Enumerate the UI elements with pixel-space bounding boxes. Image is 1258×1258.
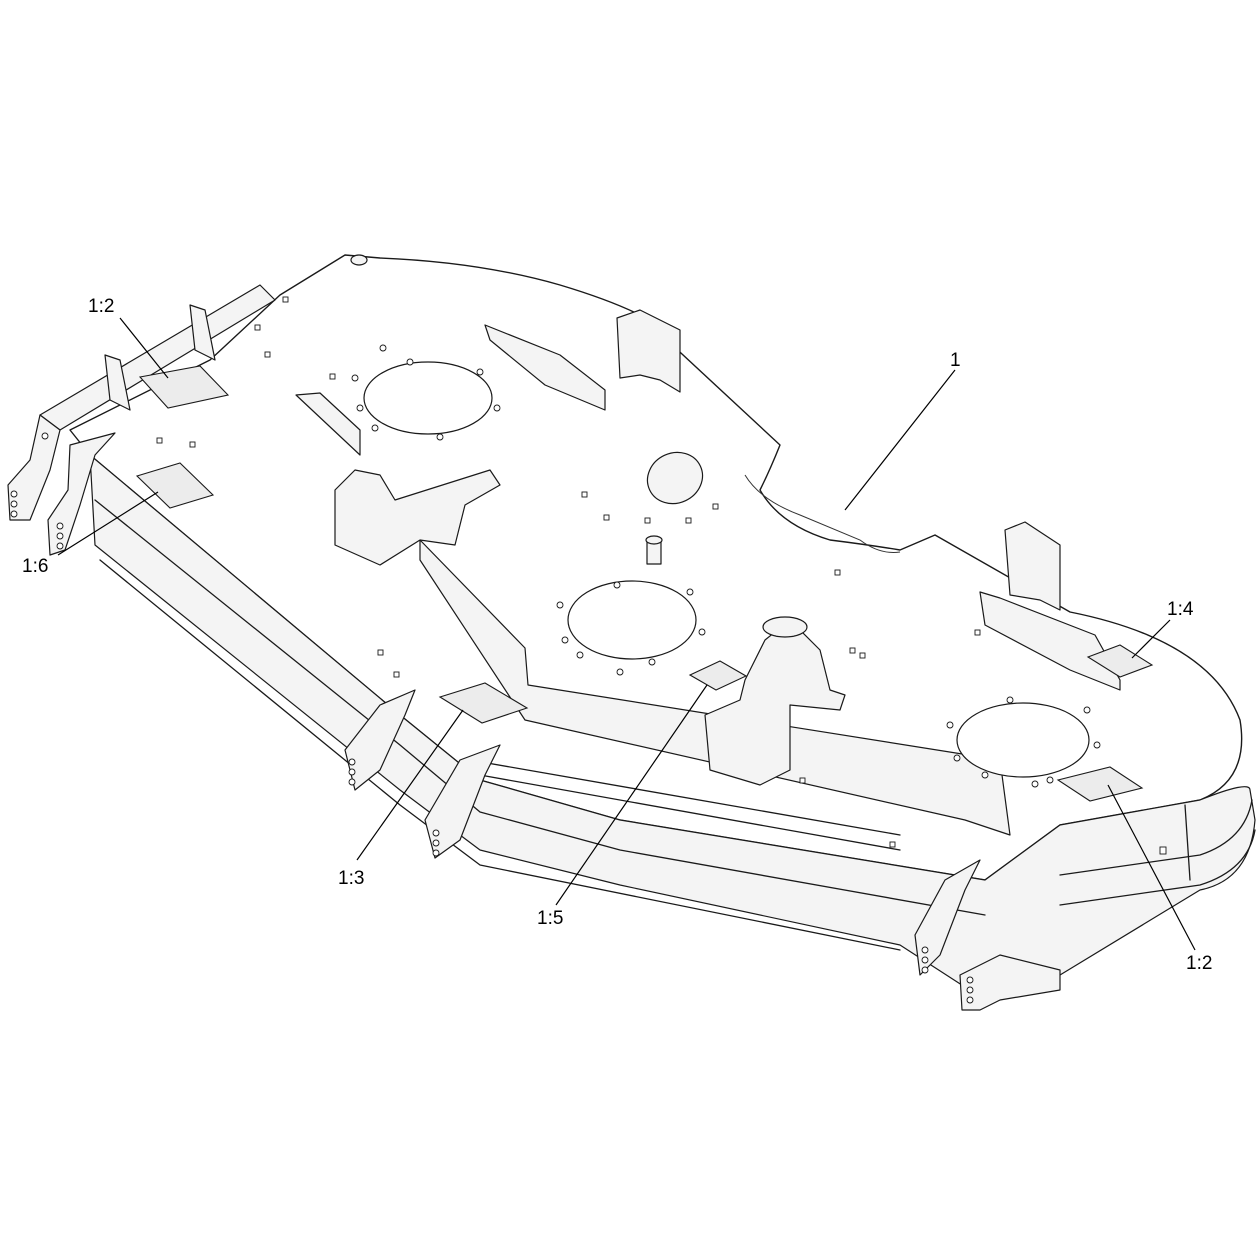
decal-1-4 xyxy=(1086,644,1154,678)
leader-1-2-top xyxy=(119,317,169,379)
skirt-right-curve-2 xyxy=(1059,829,1256,906)
spindle-hole-center xyxy=(567,580,697,660)
decal-1-2-rear xyxy=(138,365,230,409)
callout-1-5: 1:5 xyxy=(537,908,563,929)
skirt-right-curve xyxy=(1059,799,1253,876)
decal-1-3 xyxy=(438,682,529,724)
callout-1-2-right: 1:2 xyxy=(1186,953,1212,974)
right-baffle xyxy=(979,591,1121,691)
decal-1-6 xyxy=(135,462,215,509)
spindle-bolt-holes xyxy=(351,344,1101,788)
rear-right-bracket xyxy=(616,309,681,393)
callout-1-2-top: 1:2 xyxy=(88,296,114,317)
left-front-hitch-holes xyxy=(56,522,64,550)
decal-1-5 xyxy=(688,660,748,691)
chute-opening xyxy=(762,616,808,638)
leader-1 xyxy=(844,369,956,511)
left-post-a xyxy=(104,354,131,411)
center-post-cap xyxy=(645,535,663,545)
spindle-hole-right xyxy=(956,702,1090,778)
deck-recess xyxy=(744,474,901,553)
center-ridge xyxy=(419,539,1011,836)
front-hitch-right-holes xyxy=(921,946,929,974)
center-mount-pad xyxy=(646,451,704,505)
spindle-hole-left xyxy=(363,361,493,435)
skirt-groove-2 xyxy=(479,774,901,851)
decal-1-2-front xyxy=(1056,766,1144,802)
leader-1-2-right xyxy=(1107,784,1196,951)
callout-1: 1 xyxy=(950,350,961,371)
leader-1-5 xyxy=(555,684,708,906)
rear-center-baffle xyxy=(484,324,606,411)
skirt-groove xyxy=(469,759,901,836)
callout-1-4: 1:4 xyxy=(1167,599,1194,620)
right-side-hitch xyxy=(959,954,1061,1011)
skirt-edge-line xyxy=(94,499,986,916)
front-hitch-center-holes xyxy=(432,829,440,857)
leader-1-6 xyxy=(57,491,159,556)
leader-1-4 xyxy=(1131,619,1171,659)
front-hitch-left-holes xyxy=(348,758,356,786)
left-deflector-bracket xyxy=(334,469,501,566)
callout-1-6: 1:6 xyxy=(22,556,48,577)
callout-1-3: 1:3 xyxy=(338,868,364,889)
center-chute-bracket xyxy=(704,619,846,786)
left-baffle xyxy=(295,392,361,456)
front-hitch-left xyxy=(344,689,416,791)
left-hitch-holes xyxy=(10,432,49,518)
leader-1-3 xyxy=(356,709,464,861)
right-side-hitch-holes xyxy=(966,976,974,1004)
front-hitch-center xyxy=(424,744,501,859)
right-rear-bracket xyxy=(1004,521,1061,611)
deck-fasteners xyxy=(156,296,1167,855)
skirt-seam xyxy=(1184,804,1191,881)
rear-knob xyxy=(350,254,368,266)
front-hitch-right xyxy=(914,859,981,976)
left-hitch-arm xyxy=(7,414,61,521)
left-post-b xyxy=(189,304,216,361)
